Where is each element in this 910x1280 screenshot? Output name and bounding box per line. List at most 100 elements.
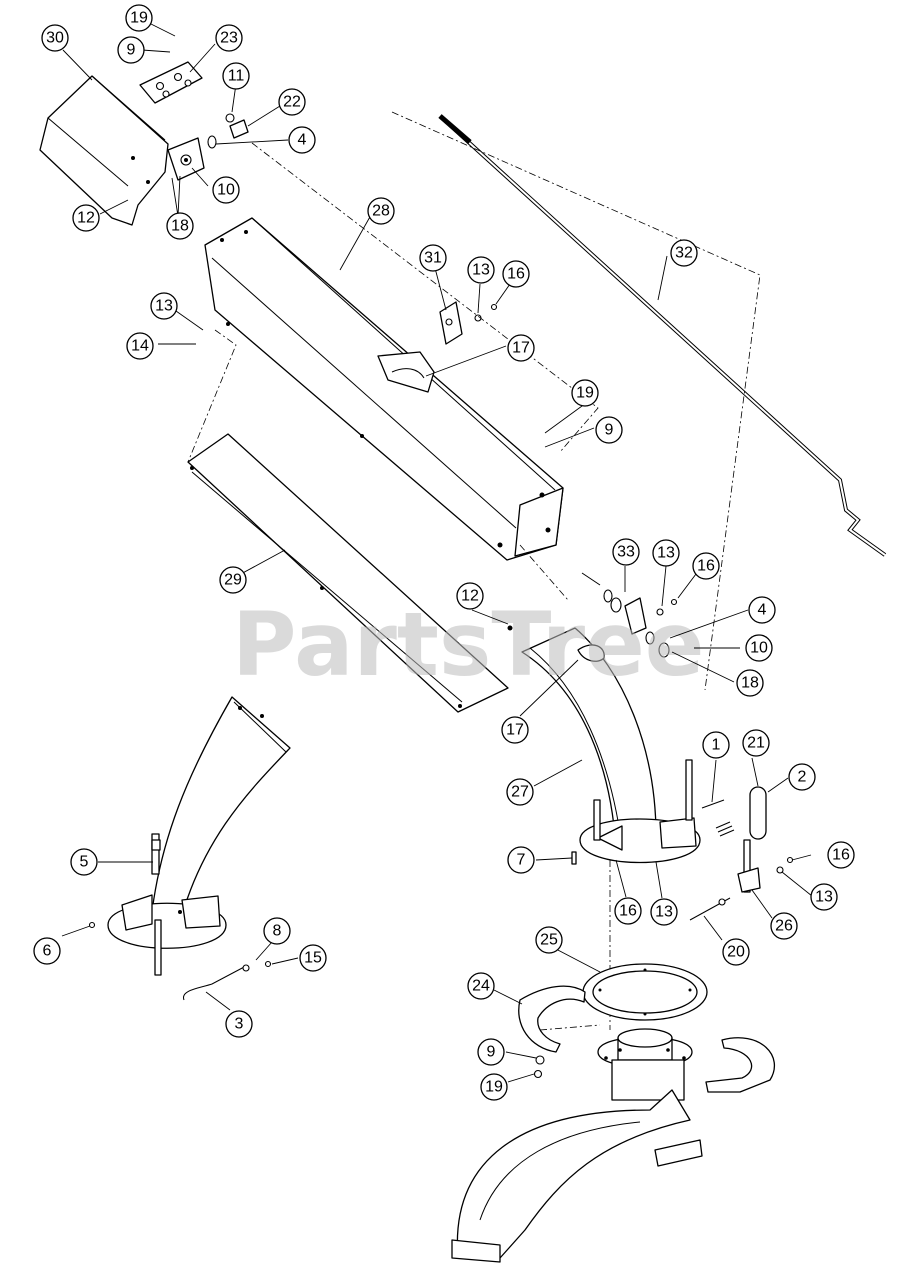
svg-text:16: 16 — [697, 558, 715, 575]
svg-text:22: 22 — [283, 94, 301, 111]
callout-4: 4 — [748, 596, 776, 624]
callout-29: 29 — [219, 566, 247, 594]
callout-10: 10 — [212, 176, 240, 204]
callout-8: 8 — [263, 917, 291, 945]
part-31-latch — [439, 301, 498, 345]
callout-21: 21 — [742, 729, 770, 757]
svg-text:29: 29 — [224, 572, 242, 589]
part-24-half-ring — [518, 985, 586, 1079]
svg-text:18: 18 — [741, 675, 759, 692]
callout-13: 13 — [650, 898, 678, 926]
callout-1: 1 — [702, 731, 730, 759]
callout-2: 2 — [788, 763, 816, 791]
callout-9: 9 — [595, 416, 623, 444]
callout-7: 7 — [507, 846, 535, 874]
callout-22: 22 — [278, 88, 306, 116]
callout-17: 17 — [501, 716, 529, 744]
svg-text:13: 13 — [472, 262, 490, 279]
callout-18: 18 — [736, 669, 764, 697]
callout-10: 10 — [745, 634, 773, 662]
svg-text:21: 21 — [747, 735, 765, 752]
svg-text:4: 4 — [298, 132, 307, 149]
chute-base-housing — [451, 1028, 776, 1263]
callout-13: 13 — [150, 292, 178, 320]
svg-text:4: 4 — [758, 602, 767, 619]
callout-12: 12 — [456, 582, 484, 610]
svg-text:30: 30 — [46, 30, 64, 47]
part-17-handle-lower — [577, 644, 605, 662]
callout-9: 9 — [477, 1038, 505, 1066]
svg-text:13: 13 — [155, 298, 173, 315]
part-27-curved-chute — [521, 627, 701, 864]
svg-text:13: 13 — [655, 904, 673, 921]
callout-13: 13 — [652, 539, 680, 567]
leader-lines — [61, 17, 813, 1083]
svg-text:16: 16 — [832, 847, 850, 864]
callout-28: 28 — [367, 197, 395, 225]
svg-text:5: 5 — [80, 854, 89, 871]
part-25-ring — [582, 963, 708, 1021]
part-28-upper-chute — [204, 217, 564, 561]
svg-text:15: 15 — [304, 950, 322, 967]
svg-text:10: 10 — [217, 182, 235, 199]
left-chute-assembly — [88, 696, 291, 1001]
part-33-clamp — [507, 572, 678, 658]
svg-text:14: 14 — [131, 338, 149, 355]
callout-16: 16 — [827, 841, 855, 869]
callout-12: 12 — [72, 204, 100, 232]
svg-text:33: 33 — [617, 544, 635, 561]
svg-text:16: 16 — [507, 266, 525, 283]
callout-5: 5 — [70, 848, 98, 876]
svg-text:25: 25 — [540, 932, 558, 949]
svg-text:17: 17 — [512, 340, 530, 357]
part-30-deflector — [39, 75, 169, 226]
callout-31: 31 — [419, 244, 447, 272]
svg-text:12: 12 — [77, 210, 95, 227]
callout-30: 30 — [41, 24, 69, 52]
svg-text:12: 12 — [461, 588, 479, 605]
callout-25: 25 — [535, 926, 563, 954]
callout-26: 26 — [770, 912, 798, 940]
callout-4: 4 — [288, 126, 316, 154]
svg-text:13: 13 — [657, 545, 675, 562]
callout-20: 20 — [722, 938, 750, 966]
svg-text:9: 9 — [487, 1044, 496, 1061]
part-23-hinge — [139, 61, 203, 104]
svg-text:13: 13 — [815, 889, 833, 906]
callout-32: 32 — [670, 239, 698, 267]
part-29-lower-chute — [187, 433, 509, 713]
callout-16: 16 — [692, 552, 720, 580]
callout-13: 13 — [810, 883, 838, 911]
svg-text:23: 23 — [220, 30, 238, 47]
callout-33: 33 — [612, 538, 640, 566]
svg-text:2: 2 — [798, 769, 807, 786]
callout-11: 11 — [222, 62, 250, 90]
svg-text:31: 31 — [424, 250, 442, 267]
callout-24: 24 — [467, 972, 495, 1000]
svg-text:27: 27 — [511, 784, 529, 801]
svg-text:24: 24 — [472, 978, 490, 995]
svg-text:17: 17 — [506, 722, 524, 739]
watermark: PartsTree — [232, 593, 704, 696]
callout-19: 19 — [571, 379, 599, 407]
part-17-handle-upper — [377, 351, 435, 393]
callout-23: 23 — [215, 24, 243, 52]
callout-15: 15 — [299, 944, 327, 972]
svg-text:3: 3 — [235, 1016, 244, 1033]
part-18-bracket-upper — [167, 137, 205, 181]
svg-text:1: 1 — [712, 737, 721, 754]
callout-16: 16 — [502, 260, 530, 288]
callout-16: 16 — [614, 897, 642, 925]
callout-18: 18 — [166, 212, 194, 240]
svg-text:16: 16 — [619, 903, 637, 920]
callout-14: 14 — [126, 332, 154, 360]
svg-text:20: 20 — [727, 944, 745, 961]
svg-text:11: 11 — [228, 68, 245, 85]
callout-6: 6 — [33, 937, 61, 965]
part-32-control-rod — [438, 114, 887, 557]
svg-text:7: 7 — [517, 852, 526, 869]
hardware-11-22-4 — [207, 113, 249, 149]
svg-text:9: 9 — [605, 422, 614, 439]
svg-text:19: 19 — [485, 1079, 503, 1096]
svg-text:18: 18 — [171, 218, 189, 235]
